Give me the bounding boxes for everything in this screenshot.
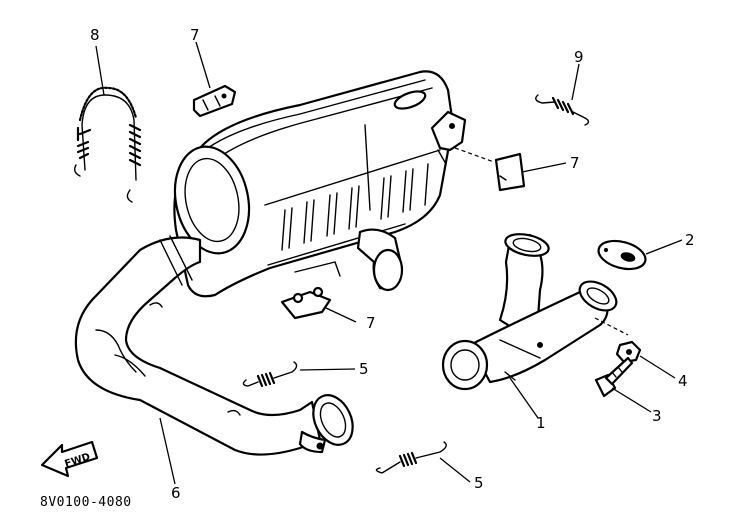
callout-6: 6: [171, 484, 181, 502]
spring-small: [535, 94, 590, 126]
spring-upper: [242, 361, 298, 388]
callout-5-lower: 5: [474, 474, 484, 492]
bolt: [594, 356, 634, 398]
callout-3: 3: [652, 407, 662, 425]
callout-7-top: 7: [190, 26, 200, 44]
exhaust-pipe: [74, 235, 354, 456]
damper-top: [192, 84, 237, 118]
callout-1: 1: [536, 414, 546, 432]
coil-spring-left: [73, 86, 142, 203]
callout-8: 8: [90, 26, 100, 44]
callout-4: 4: [678, 372, 688, 390]
callout-7-right: 7: [570, 154, 580, 172]
callout-2: 2: [685, 231, 695, 249]
callout-7-bottom: 7: [366, 314, 376, 332]
damper-bottom: [280, 286, 332, 320]
drawing-code: 8V0100-4080: [40, 495, 132, 510]
callout-9: 9: [574, 48, 584, 66]
forward-arrow-icon: FWD: [40, 440, 99, 478]
exhaust-pipe-y-piece: [441, 233, 618, 391]
spring-lower: [375, 441, 447, 474]
damper-right: [494, 152, 526, 192]
gasket: [597, 239, 647, 271]
muffler: [173, 70, 467, 298]
leader-lines: [95, 41, 683, 485]
callout-5-upper: 5: [359, 360, 369, 378]
nut: [615, 340, 642, 364]
